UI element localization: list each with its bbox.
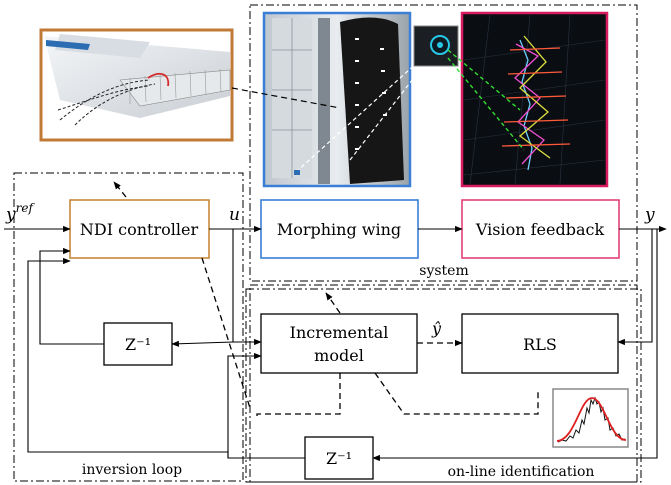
system-region: system xyxy=(249,4,638,282)
delay-bottom-label: Z⁻¹ xyxy=(326,449,352,468)
rls-block[interactable]: RLS xyxy=(461,313,619,374)
ndi-controller-block[interactable]: NDI controller xyxy=(69,199,210,259)
u-label: u xyxy=(229,205,240,225)
vision-feedback-label: Vision feedback xyxy=(475,220,605,239)
delay-top-label: Z⁻¹ xyxy=(125,335,151,354)
vision-feedback-image xyxy=(447,11,609,188)
y-output-label: y xyxy=(644,205,655,225)
online-identification-region: on-line identification xyxy=(245,284,642,483)
rls-fit-plot-image xyxy=(552,388,629,448)
camera-image xyxy=(413,25,459,67)
ndi-controller-label: NDI controller xyxy=(80,220,199,239)
morphing-wing-photo xyxy=(262,11,421,188)
cad-to-photo-connector xyxy=(231,87,341,109)
system-label: system xyxy=(419,263,468,279)
dashed-lines xyxy=(113,181,539,420)
vision-feedback-block[interactable]: Vision feedback xyxy=(461,199,620,259)
delay-block-bottom[interactable]: Z⁻¹ xyxy=(304,436,374,480)
inversion-loop-region: inversion loop xyxy=(13,172,244,482)
inversion-loop-label: inversion loop xyxy=(82,462,182,478)
incremental-model-label-2: model xyxy=(314,346,364,365)
y-hat-label: ŷ xyxy=(431,319,442,338)
online-identification-label: on-line identification xyxy=(448,464,595,480)
y-ref-label: yref xyxy=(5,201,35,225)
morphing-wing-label: Morphing wing xyxy=(277,220,401,239)
delay-block-top[interactable]: Z⁻¹ xyxy=(103,322,173,366)
signal-lines xyxy=(4,225,667,462)
incremental-model-label-1: Incremental xyxy=(290,323,389,342)
incremental-model-block[interactable]: Incremental model xyxy=(260,313,418,374)
wing-cad-image xyxy=(39,28,234,142)
morphing-wing-block[interactable]: Morphing wing xyxy=(260,199,419,259)
rls-label: RLS xyxy=(523,335,557,354)
